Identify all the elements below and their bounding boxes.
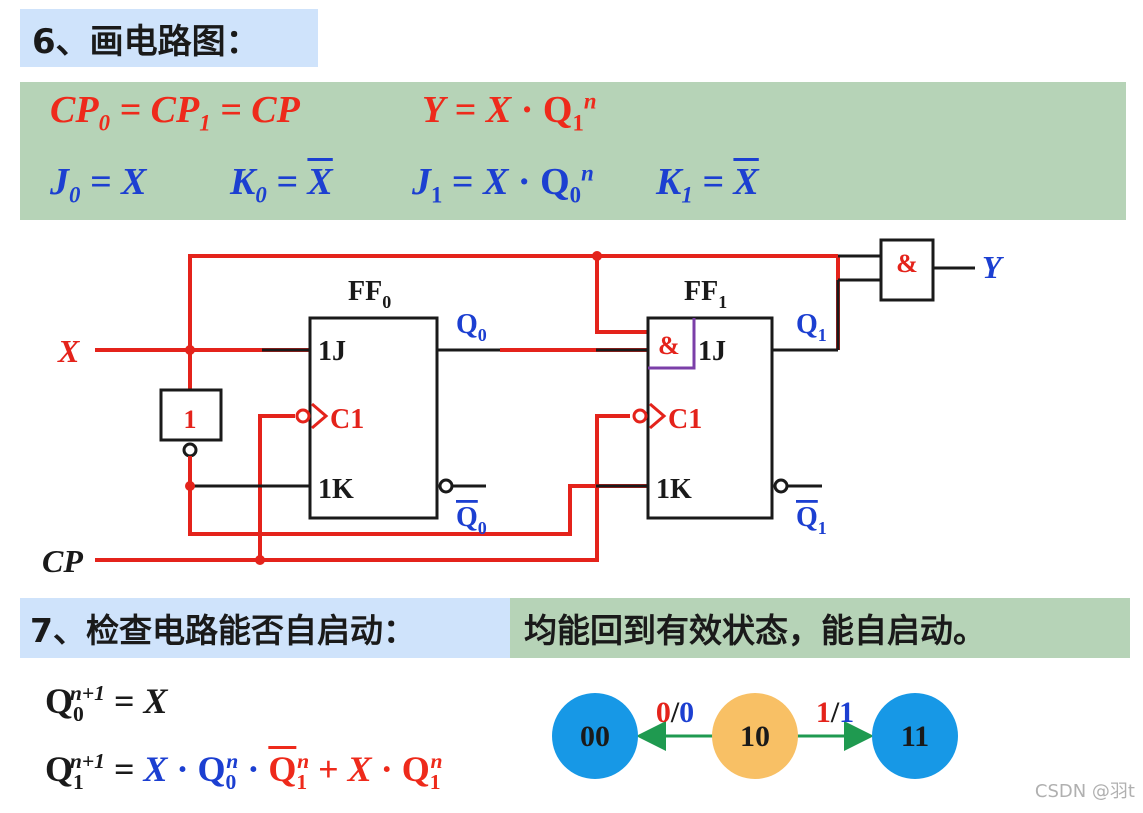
q0-next-equation: Q0n+1 = X [45,681,168,727]
k0-equation: K0 = X [230,161,333,208]
state-10-label: 10 [740,720,770,753]
ff0-qbar-label: Q0 [456,502,487,538]
j0-equation: J0 = X [50,161,147,208]
cp-equation: CP0 = CP1 = CP [50,89,300,136]
inverter-label: 1 [184,405,197,434]
ff0-j-label: 1J [318,336,346,367]
signal-wires [95,254,840,562]
ff1-j-label: 1J [698,336,726,367]
flip-flop-ff1: & 1J C1 1K FF1 Q1 Q1 [632,276,827,538]
j1-equation: J1 = X · Q0n [412,160,594,208]
cp-to-ff0-line [258,414,295,560]
junction-dots [185,251,602,565]
section-7-title: 7、检查电路能否自启动： [20,598,510,658]
y-equation: Y = X · Q1n [422,88,597,136]
ff1-label: FF1 [684,276,727,312]
state-diagram: 00 10 11 0/0 1/1 [552,693,958,779]
and-gate: & [879,238,935,302]
watermark: CSDN @羽t [1034,781,1135,802]
state-00-label: 00 [580,720,610,753]
ff0-k-label: 1K [318,474,354,505]
section-6-title: 6、画电路图： [20,9,318,67]
x-top-line [188,254,838,350]
ff0-c-label: C1 [330,404,364,435]
circuit-diagram: 1 FF0 1J C1 1K Q0 Q0 & 1J C1 1K FF1 Q1 Q… [42,238,1004,579]
flip-flop-ff0: FF0 1J C1 1K Q0 Q0 [295,276,487,538]
ff1-and-input-label: & [658,331,680,360]
state-10-circle [712,693,798,779]
inverter-gate: 1 [159,388,223,464]
ff1-qbar-label: Q1 [796,502,827,538]
ff1-q-label: Q1 [796,309,827,345]
and-gate-label: & [896,249,918,278]
x-to-and-line [595,256,648,334]
transition-label-1-1: 1/1 [816,696,854,729]
ff0-label: FF0 [348,276,391,312]
state-11-label: 11 [901,720,929,753]
cp-line [95,414,630,562]
input-cp-label: CP [42,543,83,579]
ff1-c-label: C1 [668,404,702,435]
state-00-circle [552,693,638,779]
state-11-circle [872,693,958,779]
q1-next-equation: Q1n+1 = X · Q0n · Q1n + X · Q1n [45,749,443,795]
ff0-q-label: Q0 [456,309,487,345]
section-7-answer: 均能回到有效状态，能自启动。 [510,598,1130,658]
equation-box: CP0 = CP1 = CP Y = X · Q1n J0 = X K0 = X… [20,82,1126,220]
transition-label-0-0: 0/0 [656,696,694,729]
k1-equation: K1 = X [656,161,759,208]
black-wires [190,254,975,488]
input-x-label: X [57,333,80,369]
ff1-k-label: 1K [656,474,692,505]
output-y-label: Y [982,249,1004,285]
